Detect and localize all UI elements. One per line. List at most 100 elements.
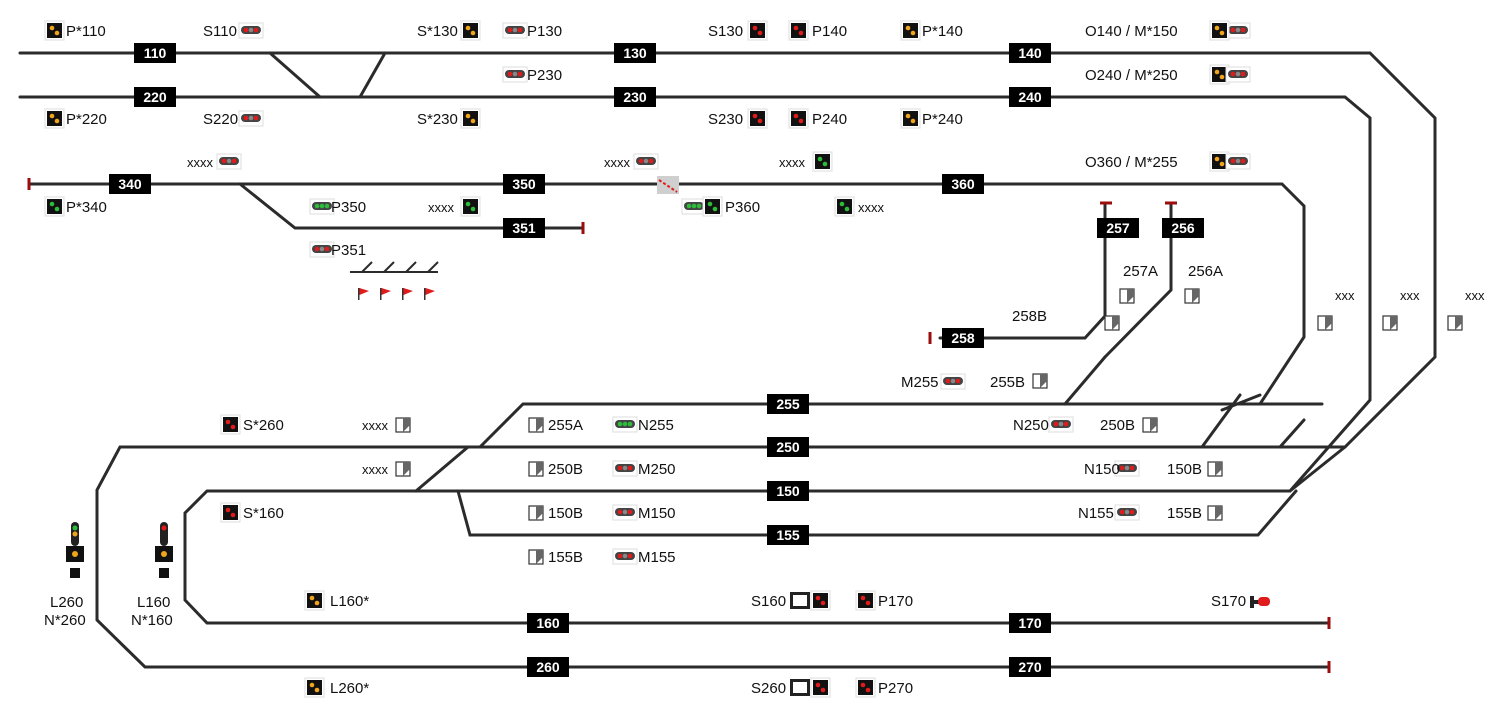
signal-dwarf[interactable] — [238, 110, 264, 127]
signal-mast[interactable] — [44, 196, 65, 217]
switch-indicator[interactable] — [528, 417, 544, 433]
signal-dwarf[interactable] — [940, 373, 966, 390]
signal-mast[interactable] — [900, 108, 921, 129]
track-block-255[interactable]: 255 — [767, 394, 809, 414]
track-block-250[interactable]: 250 — [767, 437, 809, 457]
track-block-257[interactable]: 257 — [1097, 218, 1139, 238]
signal-dwarf[interactable] — [1114, 460, 1140, 477]
switch-indicator[interactable] — [395, 417, 411, 433]
signal-mast[interactable] — [304, 590, 325, 611]
switch-indicator[interactable] — [1184, 288, 1200, 304]
switch-indicator[interactable] — [395, 461, 411, 477]
signal-mast[interactable] — [810, 590, 831, 611]
signal-name: P170 — [878, 593, 913, 610]
track-block-240[interactable]: 240 — [1009, 87, 1051, 107]
track-block-351[interactable]: 351 — [503, 218, 545, 238]
signal-mast[interactable] — [220, 502, 241, 523]
signal-dwarf[interactable] — [502, 22, 528, 39]
signal-name: N*160 — [131, 612, 173, 629]
signal-dwarf[interactable] — [612, 460, 638, 477]
signal-name: P*110 — [66, 23, 106, 40]
signal-dwarf[interactable] — [216, 153, 242, 170]
signal-dwarf[interactable] — [1114, 504, 1140, 521]
switch-indicator[interactable] — [528, 549, 544, 565]
signal-dwarf[interactable] — [612, 504, 638, 521]
signal-mast[interactable] — [460, 196, 481, 217]
switch-indicator[interactable] — [1104, 315, 1120, 331]
signal-mast[interactable] — [812, 151, 833, 172]
track-block-220[interactable]: 220 — [134, 87, 176, 107]
signal-name: S170 — [1211, 593, 1246, 610]
signal-mast[interactable] — [460, 108, 481, 129]
track-block-256[interactable]: 256 — [1162, 218, 1204, 238]
signal-mast[interactable] — [747, 20, 768, 41]
signal-mast[interactable] — [834, 196, 855, 217]
signal-mast[interactable] — [1209, 64, 1230, 85]
signal-mast[interactable] — [788, 20, 809, 41]
switch-indicator[interactable] — [1447, 315, 1463, 331]
signal-mast[interactable] — [788, 108, 809, 129]
track-block-340[interactable]: 340 — [109, 174, 151, 194]
track-block-270[interactable]: 270 — [1009, 657, 1051, 677]
signal-mast[interactable] — [1209, 20, 1230, 41]
switch-indicator[interactable] — [1032, 373, 1048, 389]
signal-dwarf[interactable] — [502, 66, 528, 83]
track-block-150[interactable]: 150 — [767, 481, 809, 501]
track-block-350[interactable]: 350 — [503, 174, 545, 194]
signal-name: P240 — [812, 111, 847, 128]
signal-dwarf[interactable] — [309, 241, 335, 258]
track-block-130[interactable]: 130 — [614, 43, 656, 63]
signal-l260-mast[interactable] — [66, 522, 84, 578]
signal-mast[interactable] — [900, 20, 921, 41]
block-label: 250 — [776, 439, 800, 455]
signal-mast[interactable] — [747, 108, 768, 129]
signal-dwarf[interactable] — [238, 22, 264, 39]
track-block-155[interactable]: 155 — [767, 525, 809, 545]
signal-name: L260 — [50, 594, 83, 611]
track-block-140[interactable]: 140 — [1009, 43, 1051, 63]
signal-dwarf[interactable] — [612, 416, 638, 433]
signal-s170[interactable] — [1250, 596, 1270, 608]
signal-dwarf[interactable] — [1225, 66, 1251, 83]
switch-indicator[interactable] — [528, 505, 544, 521]
track-block-170[interactable]: 170 — [1009, 613, 1051, 633]
signal-dwarf[interactable] — [1225, 22, 1251, 39]
switch-indicator[interactable] — [1207, 505, 1223, 521]
track-block-258[interactable]: 258 — [942, 328, 984, 348]
signal-mast[interactable] — [460, 20, 481, 41]
signal-mast[interactable] — [44, 108, 65, 129]
track-block-230[interactable]: 230 — [614, 87, 656, 107]
signal-dwarf[interactable] — [1048, 416, 1074, 433]
signal-mast[interactable] — [855, 590, 876, 611]
signal-name: S160 — [751, 593, 786, 610]
track-block-110[interactable]: 110 — [134, 43, 176, 63]
switch-indicator[interactable] — [1207, 461, 1223, 477]
signal-name: S*260 — [243, 417, 284, 434]
switch-indicator[interactable] — [1317, 315, 1333, 331]
track-block-160[interactable]: 160 — [527, 613, 569, 633]
signal-mast[interactable] — [44, 20, 65, 41]
switch-indicator[interactable] — [1119, 288, 1135, 304]
signal-mast[interactable] — [810, 677, 831, 698]
track-block-260[interactable]: 260 — [527, 657, 569, 677]
switch-indicator[interactable] — [1382, 315, 1398, 331]
track-block-360[interactable]: 360 — [942, 174, 984, 194]
block-label: 110 — [144, 45, 167, 61]
signal-name: O140 / M*150 — [1085, 23, 1178, 40]
signal-mast[interactable] — [702, 196, 723, 217]
signal-l160-mast[interactable] — [155, 522, 173, 578]
signal-dwarf[interactable] — [612, 548, 638, 565]
switch-indicator[interactable] — [528, 461, 544, 477]
signal-mast[interactable] — [1209, 151, 1230, 172]
signal-name: xxxx — [779, 155, 806, 170]
signal-mast[interactable] — [220, 414, 241, 435]
signal-dwarf[interactable] — [1225, 153, 1251, 170]
signal-mast[interactable] — [855, 677, 876, 698]
signal-mast[interactable] — [304, 677, 325, 698]
signal-dwarf[interactable] — [309, 198, 335, 215]
switch-indicator[interactable] — [1142, 417, 1158, 433]
signal-dwarf[interactable] — [633, 153, 659, 170]
signal-dwarf[interactable] — [681, 198, 707, 215]
signal-name: S220 — [203, 111, 238, 128]
